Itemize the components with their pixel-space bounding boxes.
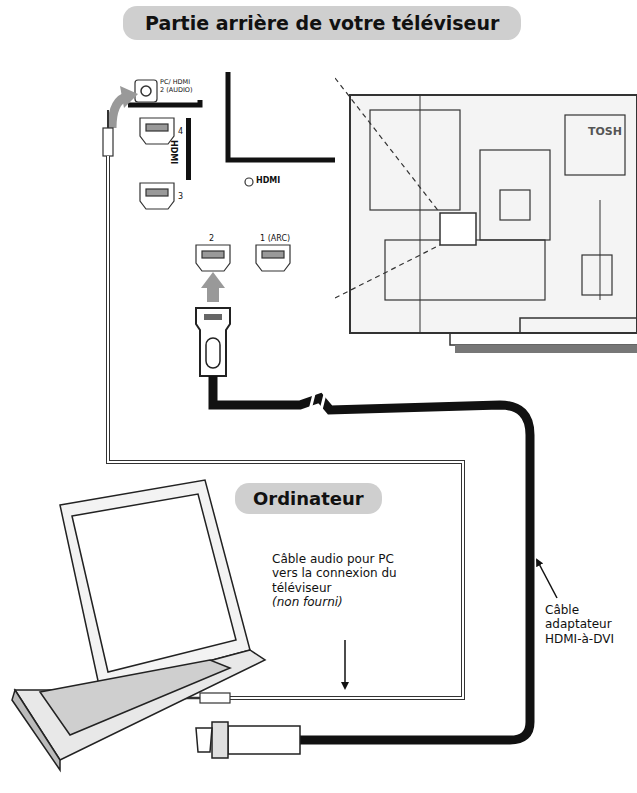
band-text: Ordinateur [253, 488, 364, 509]
tv-back [350, 95, 637, 353]
port-label: HDMI [168, 140, 178, 164]
port-number: 4 [178, 127, 183, 137]
port-number: 3 [178, 192, 183, 202]
brand-logo: TOSH [588, 125, 622, 138]
callout-text: Câble audio pour PC vers la connexion du… [272, 552, 422, 595]
port-number: 2 [209, 234, 214, 244]
connector-panel [125, 72, 335, 300]
port-number: 1 (ARC) [260, 234, 290, 244]
port-label: PC/ HDMI 2 (AUDIO) [160, 79, 194, 95]
laptop [12, 480, 265, 770]
port-label: HDMI [256, 176, 280, 186]
callout-text: Câble adaptateur HDMI-à-DVI [545, 603, 631, 646]
callout-text: (non fourni) [272, 595, 343, 609]
title-band: Partie arrière de votre téléviseur [123, 6, 521, 40]
label-band: Ordinateur [235, 483, 382, 514]
